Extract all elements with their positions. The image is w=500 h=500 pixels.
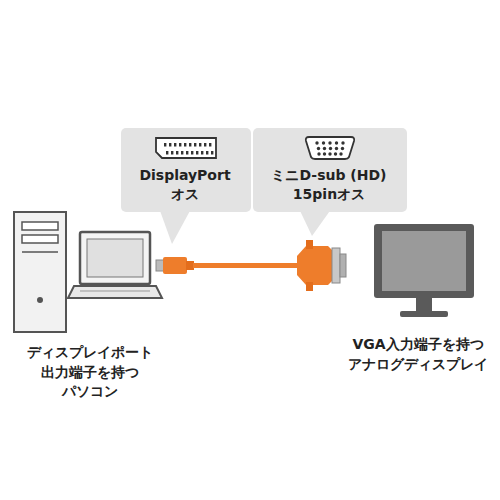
cable-wire xyxy=(193,263,299,268)
pin xyxy=(341,147,344,150)
pin xyxy=(335,147,338,150)
callout-bubble: ミニD-sub (HD) 15pinオス xyxy=(253,128,407,212)
pin xyxy=(329,147,332,150)
vga-screw xyxy=(306,282,313,291)
pin xyxy=(186,151,188,155)
pin xyxy=(169,143,171,147)
pin xyxy=(166,151,168,155)
laptop-base xyxy=(68,286,162,298)
pin xyxy=(211,151,213,155)
monitor-stand xyxy=(400,311,448,317)
connector-outline xyxy=(306,137,354,159)
vga-screw xyxy=(306,240,313,249)
laptop-screen xyxy=(80,232,150,284)
pin xyxy=(339,152,342,155)
pin xyxy=(191,151,193,155)
dp-plug-body xyxy=(163,257,187,274)
callout-text: DisplayPort オス xyxy=(131,166,239,204)
callout-tails xyxy=(160,211,330,244)
displayport-icon xyxy=(153,135,219,161)
vga-hood xyxy=(297,246,332,285)
pin xyxy=(328,141,331,144)
device-caption: VGA入力端子を持つ アナログディスプレイ xyxy=(348,335,488,374)
pin xyxy=(199,143,201,147)
pin xyxy=(323,147,326,150)
pin xyxy=(322,141,325,144)
pin xyxy=(174,143,176,147)
callout-bubble: DisplayPort オス xyxy=(121,128,251,212)
pin xyxy=(335,141,338,144)
dp-strain-relief xyxy=(186,261,194,270)
pin xyxy=(184,143,186,147)
pin xyxy=(194,143,196,147)
vga-pins xyxy=(340,254,346,277)
pin xyxy=(334,152,337,155)
tower-case xyxy=(14,212,66,332)
drive-bay xyxy=(22,235,58,243)
connector-outline xyxy=(156,138,216,158)
drive-bay xyxy=(22,222,58,230)
laptop-keys xyxy=(80,291,150,292)
callout-tail xyxy=(300,211,330,236)
pin xyxy=(323,152,326,155)
dp-plug-tip xyxy=(156,260,164,271)
monitor-bezel xyxy=(374,224,474,298)
laptop-display xyxy=(87,239,143,277)
pin xyxy=(201,151,203,155)
pin xyxy=(206,151,208,155)
monitor-neck xyxy=(416,298,432,312)
pin xyxy=(179,143,181,147)
pin xyxy=(315,141,318,144)
laptop xyxy=(68,232,162,298)
callout-text: ミニD-sub (HD) 15pinオス xyxy=(263,166,395,204)
pin xyxy=(328,152,331,155)
cable xyxy=(156,240,346,291)
pin xyxy=(181,151,183,155)
desktop-tower xyxy=(14,212,66,332)
vga-shell xyxy=(332,248,340,283)
power-button xyxy=(37,297,43,303)
pin xyxy=(171,151,173,155)
monitor xyxy=(374,224,474,317)
monitor-screen xyxy=(382,231,466,291)
pin xyxy=(196,151,198,155)
pin xyxy=(189,143,191,147)
callout-tail xyxy=(160,211,190,244)
pin xyxy=(341,141,344,144)
pin xyxy=(164,143,166,147)
pin xyxy=(204,143,206,147)
pin xyxy=(176,151,178,155)
panel-line xyxy=(22,251,58,253)
vga-icon xyxy=(297,135,363,161)
pin xyxy=(317,152,320,155)
pin xyxy=(209,143,211,147)
device-caption: ディスプレイポート 出力端子を持つ パソコン xyxy=(27,343,153,402)
pin xyxy=(317,147,320,150)
